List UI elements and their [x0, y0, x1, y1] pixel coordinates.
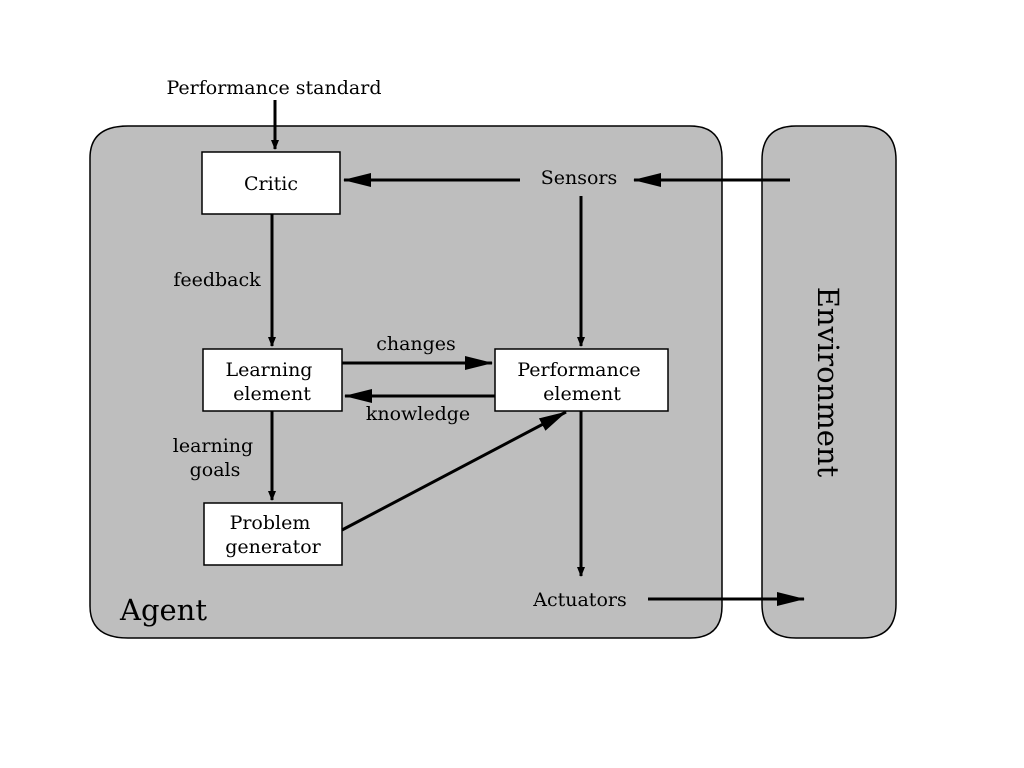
performance-element-label: Performance element — [517, 359, 646, 405]
critic-box — [201, 151, 341, 215]
environment-label: Environment — [811, 287, 845, 478]
problem-to-performance-arrow — [341, 410, 567, 532]
performance-standard-label: Performance standard — [166, 77, 381, 99]
critic-label: Critic — [244, 173, 298, 195]
learning-element-label: Learning element — [225, 359, 318, 405]
actuators-label: Actuators — [532, 589, 626, 611]
knowledge-label: knowledge — [366, 403, 470, 425]
learning-goals-label: learning goals — [173, 435, 260, 481]
agent-label: Agent — [119, 593, 207, 627]
problem-generator-label: Problem generator — [225, 512, 321, 558]
environment-panel — [761, 125, 897, 639]
problem-generator-box — [203, 502, 343, 566]
performance-element-box — [494, 348, 669, 412]
feedback-label: feedback — [173, 269, 261, 291]
changes-label: changes — [376, 333, 456, 355]
sensors-label: Sensors — [541, 167, 618, 189]
